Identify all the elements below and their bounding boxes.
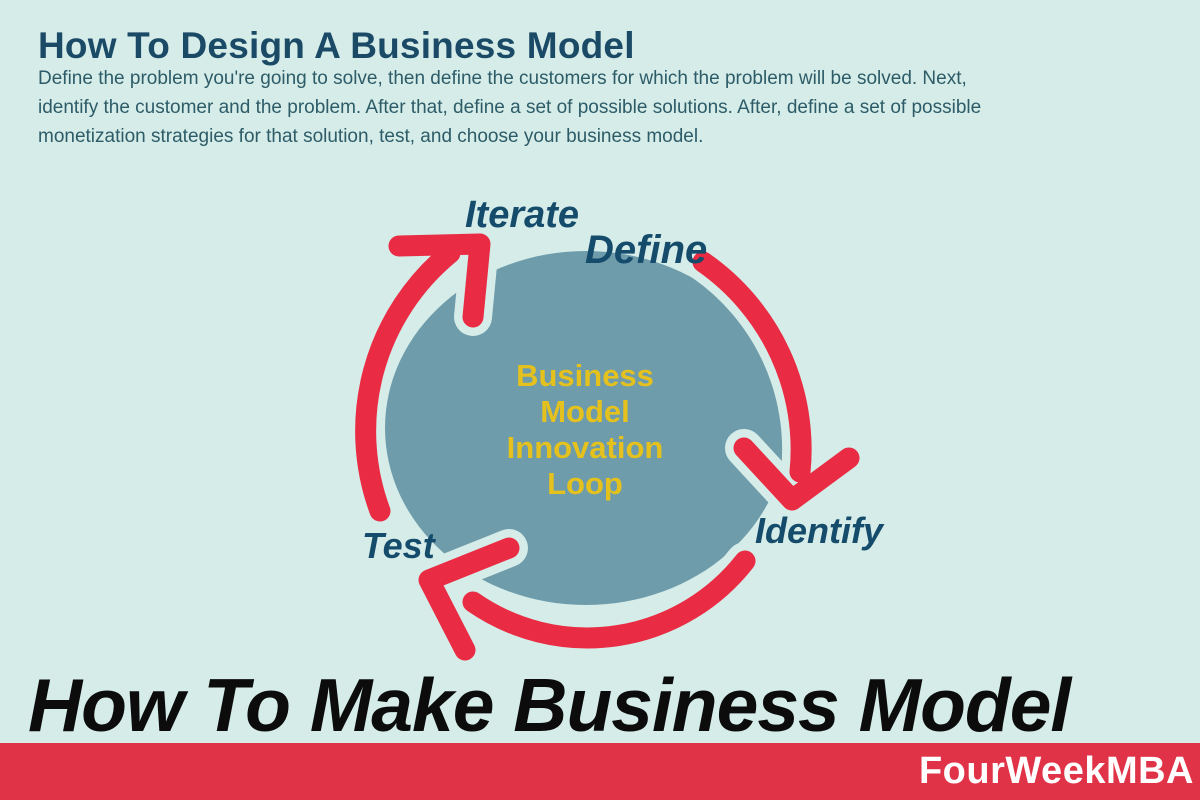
loop-center-line: Innovation	[507, 430, 664, 465]
description-line: identify the customer and the problem. A…	[38, 97, 982, 118]
arrowhead-icon	[388, 233, 491, 328]
loop-circle	[385, 251, 787, 605]
brand-logo: FourWeekMBA	[918, 750, 1194, 792]
step-label-identify: Identify	[755, 510, 885, 551]
loop-center-label: Business Model Innovation Loop	[507, 358, 664, 501]
arrowhead-icon	[733, 437, 860, 511]
header: How To Design A Business Model	[38, 27, 635, 65]
description-line: monetization strategies for that solutio…	[38, 126, 704, 147]
arrow-shaft	[692, 251, 812, 483]
footer-headline: How To Make Business Model	[28, 663, 1071, 747]
arrow-shaft	[462, 550, 756, 649]
arrow-identify-to-test	[410, 529, 764, 669]
arrowhead-icon	[418, 537, 520, 661]
loop-center-line: Loop	[547, 466, 623, 501]
loop-center-line: Business	[516, 358, 654, 393]
brand-bar: FourWeekMBA	[0, 743, 1200, 800]
description-line: Define the problem you're going to solve…	[38, 68, 967, 89]
step-label-test: Test	[362, 525, 437, 566]
page-description: Define the problem you're going to solve…	[38, 64, 981, 151]
step-label-iterate: Iterate	[465, 194, 579, 236]
loop-center-line: Model	[540, 394, 630, 429]
arrow-define-to-identify	[684, 243, 868, 519]
step-label-define: Define	[585, 228, 707, 272]
arrow-shaft	[355, 242, 461, 522]
page-title: How To Design A Business Model	[38, 25, 635, 66]
arrow-test-to-iterate	[346, 225, 499, 530]
